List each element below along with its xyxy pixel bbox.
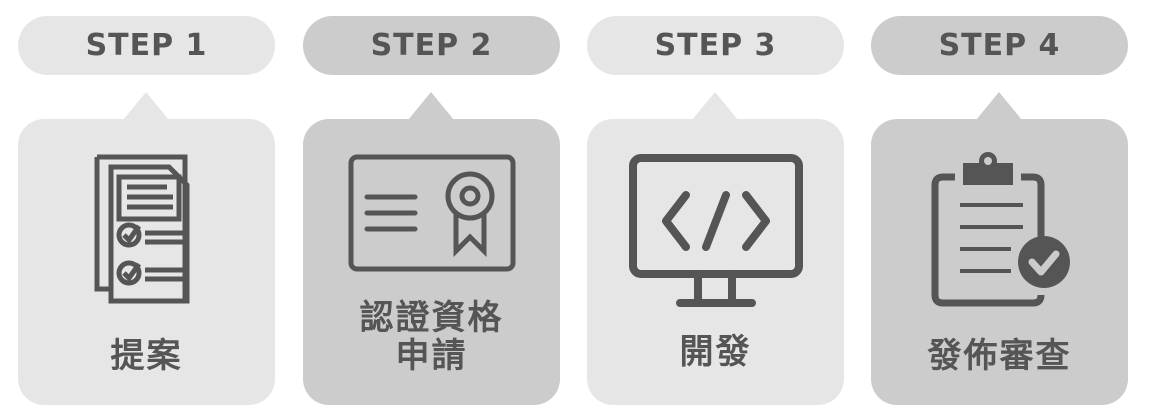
label-line: 提案 [110,336,183,376]
step-1: STEP 1 提案 [18,0,275,419]
pointer-triangle [692,92,738,120]
step-badge: STEP 1 [18,16,275,75]
documents-checklist-icon [18,149,275,309]
step-badge: STEP 2 [303,16,560,75]
label-line: 開發 [679,332,752,372]
clipboard-check-icon [871,149,1128,309]
step-4: STEP 4 發佈審查 [871,0,1128,419]
pointer-triangle [976,92,1022,120]
certificate-icon [303,149,560,309]
step-3: STEP 3 開發 [587,0,844,419]
step-card: 發佈審查 [871,119,1128,405]
monitor-code-icon [587,149,844,309]
step-badge: STEP 3 [587,16,844,75]
step-badge: STEP 4 [871,16,1128,75]
label-line: 發佈審查 [927,336,1072,376]
step-card: 認證資格 申請 [303,119,560,405]
step-card: 提案 [18,119,275,405]
step-label: 提案 [18,337,275,375]
step-label: 開發 [587,333,844,371]
pointer-triangle [123,92,169,120]
step-label: 發佈審查 [871,337,1128,375]
step-2: STEP 2 認證資格 申請 [303,0,560,419]
step-label: 認證資格 申請 [303,299,560,375]
step-card: 開發 [587,119,844,405]
label-line: 認證資格 [359,298,504,338]
label-line: 申請 [395,336,468,376]
pointer-triangle [408,92,454,120]
